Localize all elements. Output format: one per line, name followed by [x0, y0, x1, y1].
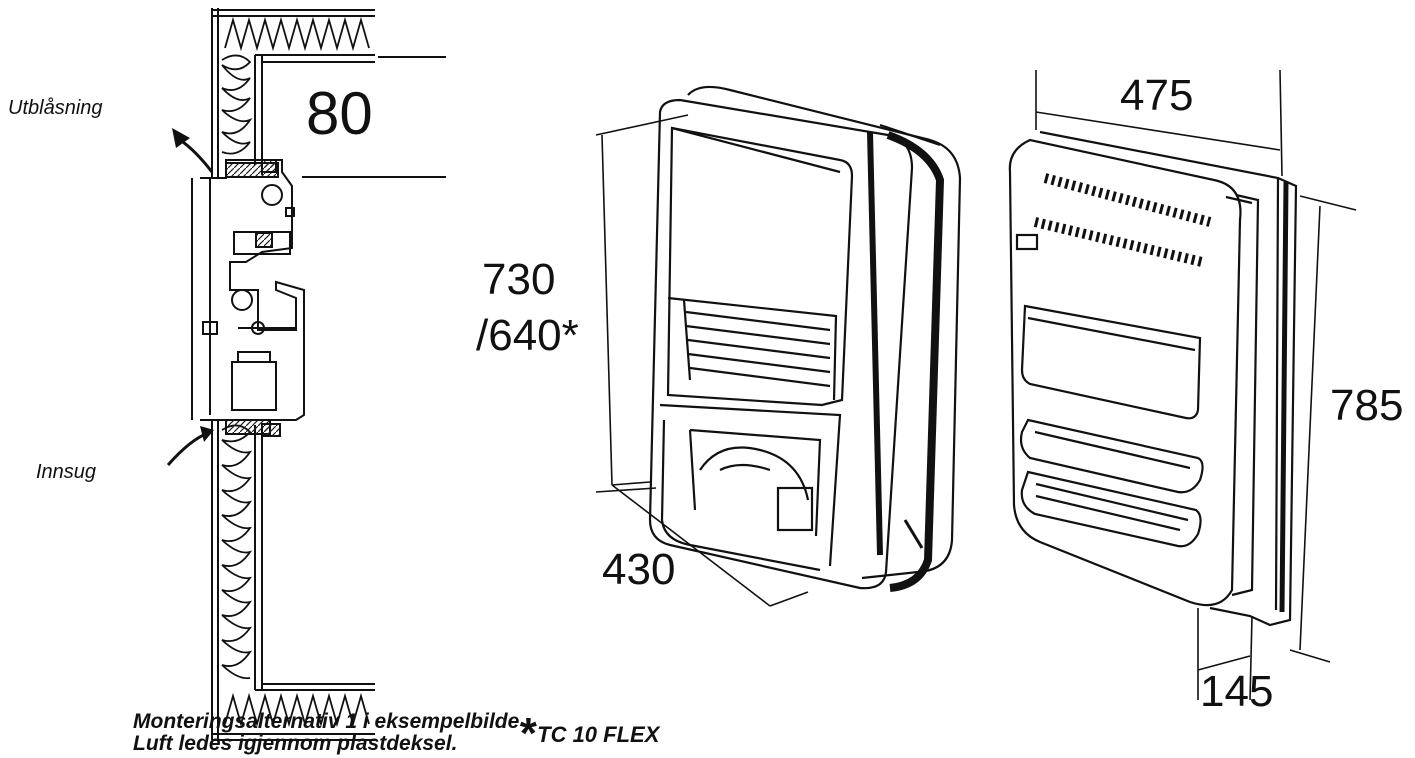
caption-line-1: Monteringsalternativ 1 i eksempelbilde — [133, 710, 520, 733]
back-dimension-lines — [1035, 69, 1357, 701]
footnote-marker: * — [518, 709, 536, 758]
caption-line-2: Luft ledes igjennom plastdeksel. — [133, 732, 458, 755]
outlet-label: Utblåsning — [8, 97, 103, 119]
caption: Monteringsalternativ 1 i eksempelbilde L… — [133, 711, 519, 755]
wall-thickness-label: 80 — [306, 80, 373, 147]
height-alt-dimension: /640* — [476, 311, 579, 360]
heater-front-view — [648, 85, 962, 592]
height-total-dimension: 785 — [1330, 381, 1404, 430]
wall-cross-section — [211, 8, 375, 741]
footnote-text: TC 10 FLEX — [537, 722, 660, 747]
depth-dimension: 145 — [1200, 667, 1274, 716]
heater-back-view — [1008, 130, 1298, 627]
width-dimension: 475 — [1120, 71, 1194, 120]
height-dimension: 730 — [482, 255, 556, 304]
wall-dimension-lines — [302, 56, 446, 178]
depth-front-dimension: 430 — [602, 545, 676, 594]
heater-in-wall — [191, 159, 305, 437]
airflow-arrows — [166, 128, 214, 466]
front-dimension-lines — [595, 114, 809, 607]
inlet-label: Innsug — [36, 461, 97, 483]
footnote: *TC 10 FLEX — [518, 712, 659, 756]
insulation — [221, 16, 370, 728]
